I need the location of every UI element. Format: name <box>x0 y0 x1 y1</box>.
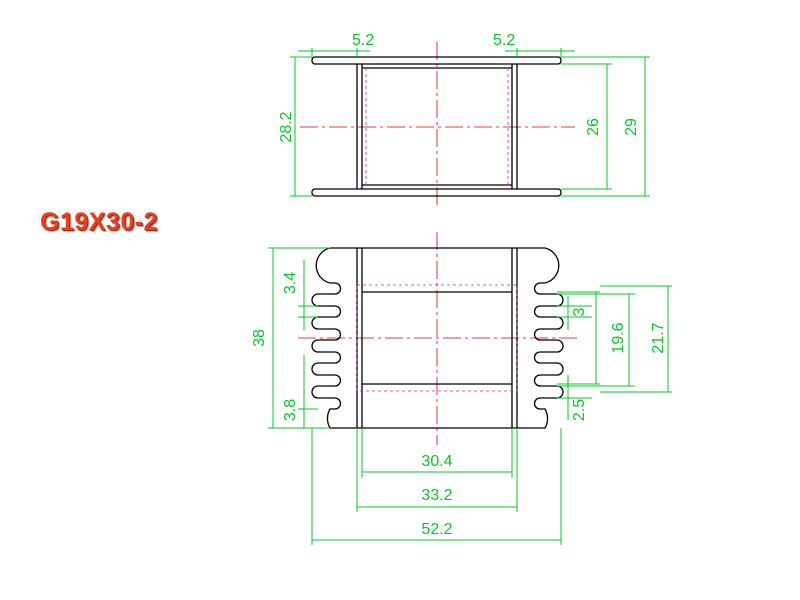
dim-top-height-inner: 28.2 <box>278 111 295 142</box>
dim-bottom-slot-right: 3 <box>571 307 588 316</box>
dim-bottom-mid-width: 33.2 <box>421 487 452 504</box>
dim-bottom-overall-width: 52.2 <box>421 521 452 538</box>
dim-top-height-mid: 26 <box>585 118 602 136</box>
dim-top-left-flange: 5.2 <box>352 32 374 49</box>
dim-bottom-edge-left: 3.8 <box>282 399 299 421</box>
dim-bottom-inner-width: 30.4 <box>421 453 452 470</box>
hidden-window <box>356 284 518 392</box>
dim-bottom-window-height: 19.6 <box>610 322 627 353</box>
dim-bottom-outer-right: 21.7 <box>650 322 667 353</box>
dim-top-right-flange: 5.2 <box>493 32 515 49</box>
top-flange <box>311 56 562 65</box>
dim-bottom-edge-right: 2.5 <box>571 399 588 421</box>
bottom-view: 38 3.4 3.8 3 19.6 21.7 2.5 <box>251 232 672 545</box>
bottom-flange <box>311 188 562 197</box>
dim-top-height-outer: 29 <box>623 118 640 136</box>
top-view: 5.2 5.2 28.2 26 29 <box>278 32 650 205</box>
part-title: G19X30-2 <box>40 208 158 236</box>
dim-bottom-slot-pitch: 3.4 <box>282 272 299 294</box>
dim-bottom-overall-height: 38 <box>251 329 268 347</box>
